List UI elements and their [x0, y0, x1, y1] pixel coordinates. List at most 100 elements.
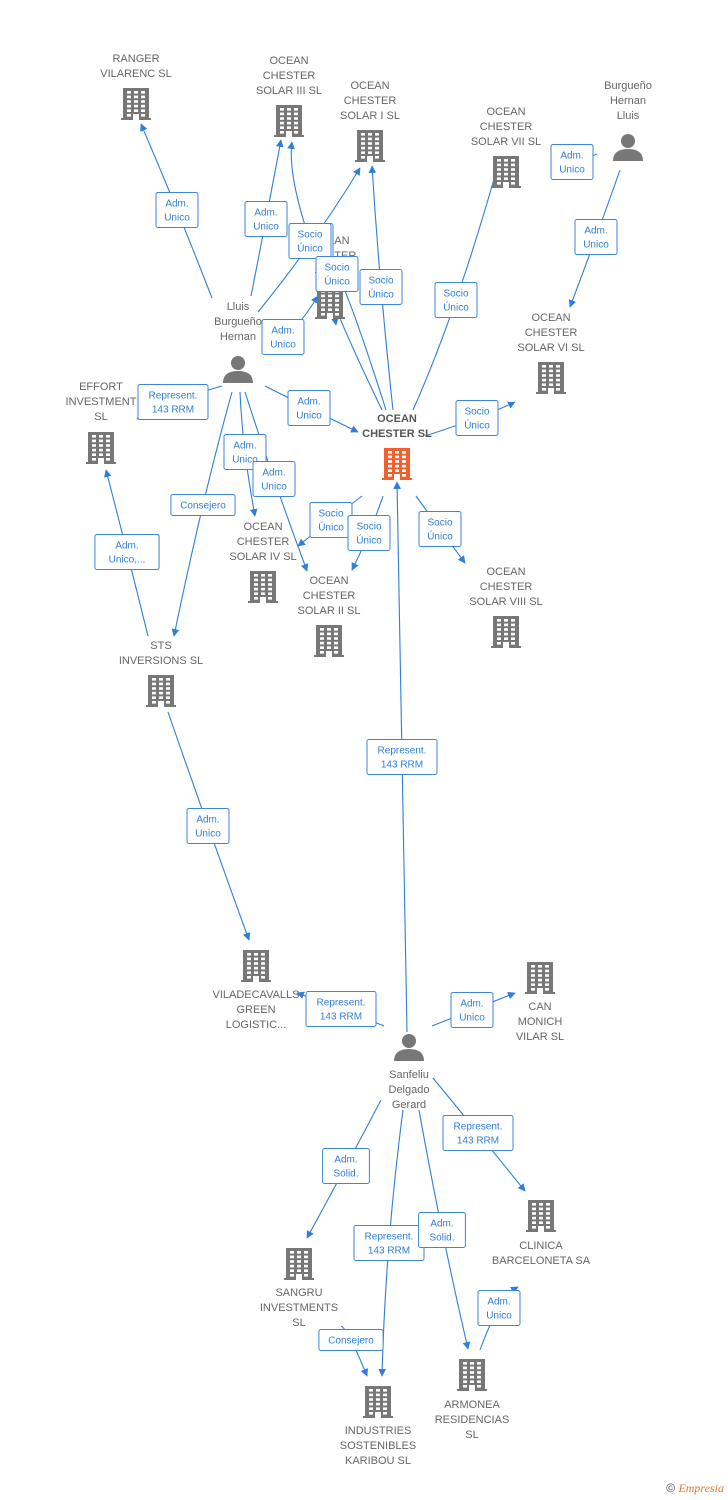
edge-label-e2[interactable]: Adm.Unico — [244, 201, 288, 237]
node-label-line: CHESTER — [525, 327, 578, 339]
edge-label-box — [359, 269, 403, 305]
edge-label-box — [244, 201, 288, 237]
edge-label-e7[interactable]: Adm.Unico — [223, 434, 267, 470]
edge-label-e1[interactable]: Adm. Unico — [155, 192, 199, 228]
edge-label-e27[interactable]: Represent.143 RRM — [353, 1225, 425, 1261]
edge-label-text: Único — [324, 275, 350, 288]
edge-label-e21[interactable]: Adm.Unico — [186, 808, 230, 844]
edge-label-e8[interactable]: Adm.Unico — [252, 461, 296, 497]
node-label-line: BARCELONETA SA — [492, 1255, 591, 1267]
edge-label-e18[interactable]: Adm.Unico — [550, 144, 594, 180]
edge-label-box — [252, 461, 296, 497]
edge-label-e9[interactable]: Consejero — [170, 494, 236, 516]
edge-label-box — [442, 1115, 514, 1151]
copyright-symbol: © — [666, 1481, 676, 1495]
edge-label-text: 143 RRM — [381, 760, 423, 771]
edge-label-e29[interactable]: Consejero — [318, 1329, 384, 1351]
node-label-line: SL — [94, 411, 107, 423]
node-viladecavalls[interactable]: VILADECAVALLSGREENLOGISTIC... — [212, 950, 300, 1031]
node-ranger[interactable]: RANGER VILARENC SL — [100, 53, 172, 120]
building-icon — [284, 1248, 314, 1280]
edge-label-text: Adm. — [165, 199, 188, 210]
node-label-line: CHESTER SL — [362, 428, 432, 440]
edge-label-box — [455, 400, 499, 436]
edge-label-e25[interactable]: Represent.143 RRM — [442, 1115, 514, 1151]
node-label-line: RANGER — [112, 53, 159, 65]
edge-label-e20[interactable]: Adm.Unico,... — [94, 534, 160, 570]
edge-label-e26[interactable]: Adm.Solid. — [322, 1148, 370, 1184]
edge-label-text: Solid. — [429, 1233, 454, 1244]
node-label-line: EFFORT — [79, 381, 123, 393]
edge-label-e6[interactable]: Adm.Unico — [287, 390, 331, 426]
edge-label-text: Unico — [261, 482, 287, 493]
edge-label-box — [261, 319, 305, 355]
edge-label-e23[interactable]: Represent.143 RRM — [305, 991, 377, 1027]
edge-label-e19[interactable]: Adm.Unico — [574, 219, 618, 255]
edge-label-text: Adm. — [460, 999, 483, 1010]
node-label-line: SOLAR II SL — [298, 605, 361, 617]
building-icon — [491, 616, 521, 648]
footer-brand[interactable]: © Empresia — [666, 1481, 724, 1496]
edge-label-text: Consejero — [328, 1336, 374, 1347]
node-label-line: VILARENC SL — [100, 68, 172, 80]
edge-label-text: Unico — [486, 1311, 512, 1322]
edge-label-text: Unico — [164, 213, 190, 224]
node-label-line: SOLAR I SL — [340, 110, 400, 122]
building-icon — [146, 675, 176, 707]
edge-labels-layer: Adm.UnicoAdm.UnicoAdm.UnicoAdm.UnicoRepr… — [94, 144, 618, 1351]
node-label-line: LOGISTIC... — [226, 1019, 287, 1031]
building-icon — [121, 88, 151, 120]
edge-label-box — [366, 739, 438, 775]
building-icon — [457, 1359, 487, 1391]
node-label-line: Lluis — [227, 301, 250, 313]
node-label-line: Gerard — [392, 1099, 426, 1111]
edge-label-e30[interactable]: Adm.Unico — [477, 1290, 521, 1326]
edge-label-e4[interactable]: Adm.Unico — [261, 319, 305, 355]
edge-label-e28[interactable]: Adm.Solid. — [418, 1212, 466, 1248]
edge-label-e22[interactable]: Represent.143 RRM — [366, 739, 438, 775]
edge-label-box — [574, 219, 618, 255]
edge-label-text: Único — [318, 521, 344, 534]
edge-label-e24[interactable]: Adm.Unico — [450, 992, 494, 1028]
edge-label-e5[interactable]: Represent.143 RRM — [137, 384, 209, 420]
edge-label-text: Socio — [443, 289, 468, 300]
edge-label-box — [477, 1290, 521, 1326]
person-icon — [394, 1034, 424, 1061]
edge-label-text: Adm. — [560, 151, 583, 162]
node-label-line: SOLAR VI SL — [517, 342, 584, 354]
edge-label-text: Unico — [232, 455, 258, 466]
edge-label-box — [347, 515, 391, 551]
building-icon — [248, 571, 278, 603]
node-label-line: VILADECAVALLS — [212, 989, 299, 1001]
edge-label-text: Unico — [296, 411, 322, 422]
node-label-line: Lluis — [617, 110, 640, 122]
